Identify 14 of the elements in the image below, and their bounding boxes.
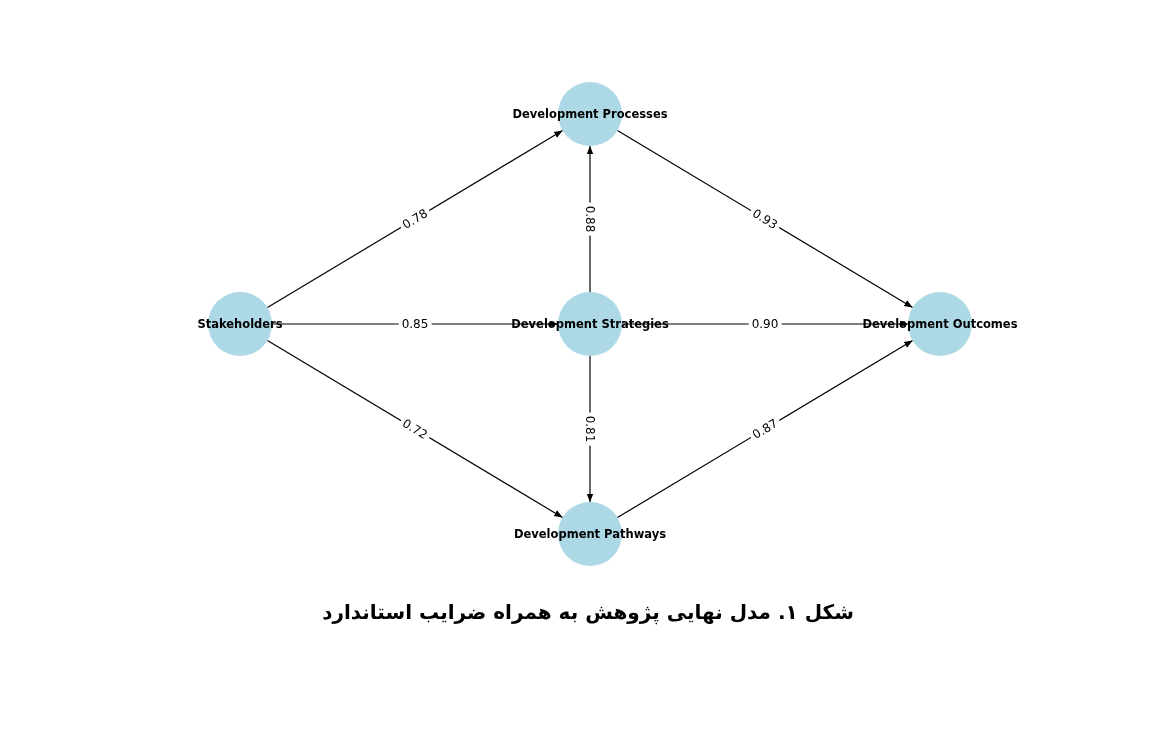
edge-label: 0.88 [583, 202, 597, 236]
edge-label: 0.85 [398, 317, 432, 331]
arrow [266, 339, 564, 519]
node-label: Development Processes [512, 107, 668, 121]
figure-caption: شکل ۱. مدل نهایی پژوهش به همراه ضرایب استاندارد [322, 600, 854, 624]
node-label: Development Pathways [513, 527, 667, 541]
node-label: Development Outcomes [862, 317, 1018, 331]
edge-label: 0.90 [748, 317, 782, 331]
edge-label: 0.81 [583, 412, 597, 446]
arrow [266, 129, 564, 309]
node-label: Development Strategies [511, 317, 669, 331]
arrow [616, 339, 914, 519]
arrow [616, 129, 914, 309]
node-label: Stakeholders [197, 317, 283, 331]
